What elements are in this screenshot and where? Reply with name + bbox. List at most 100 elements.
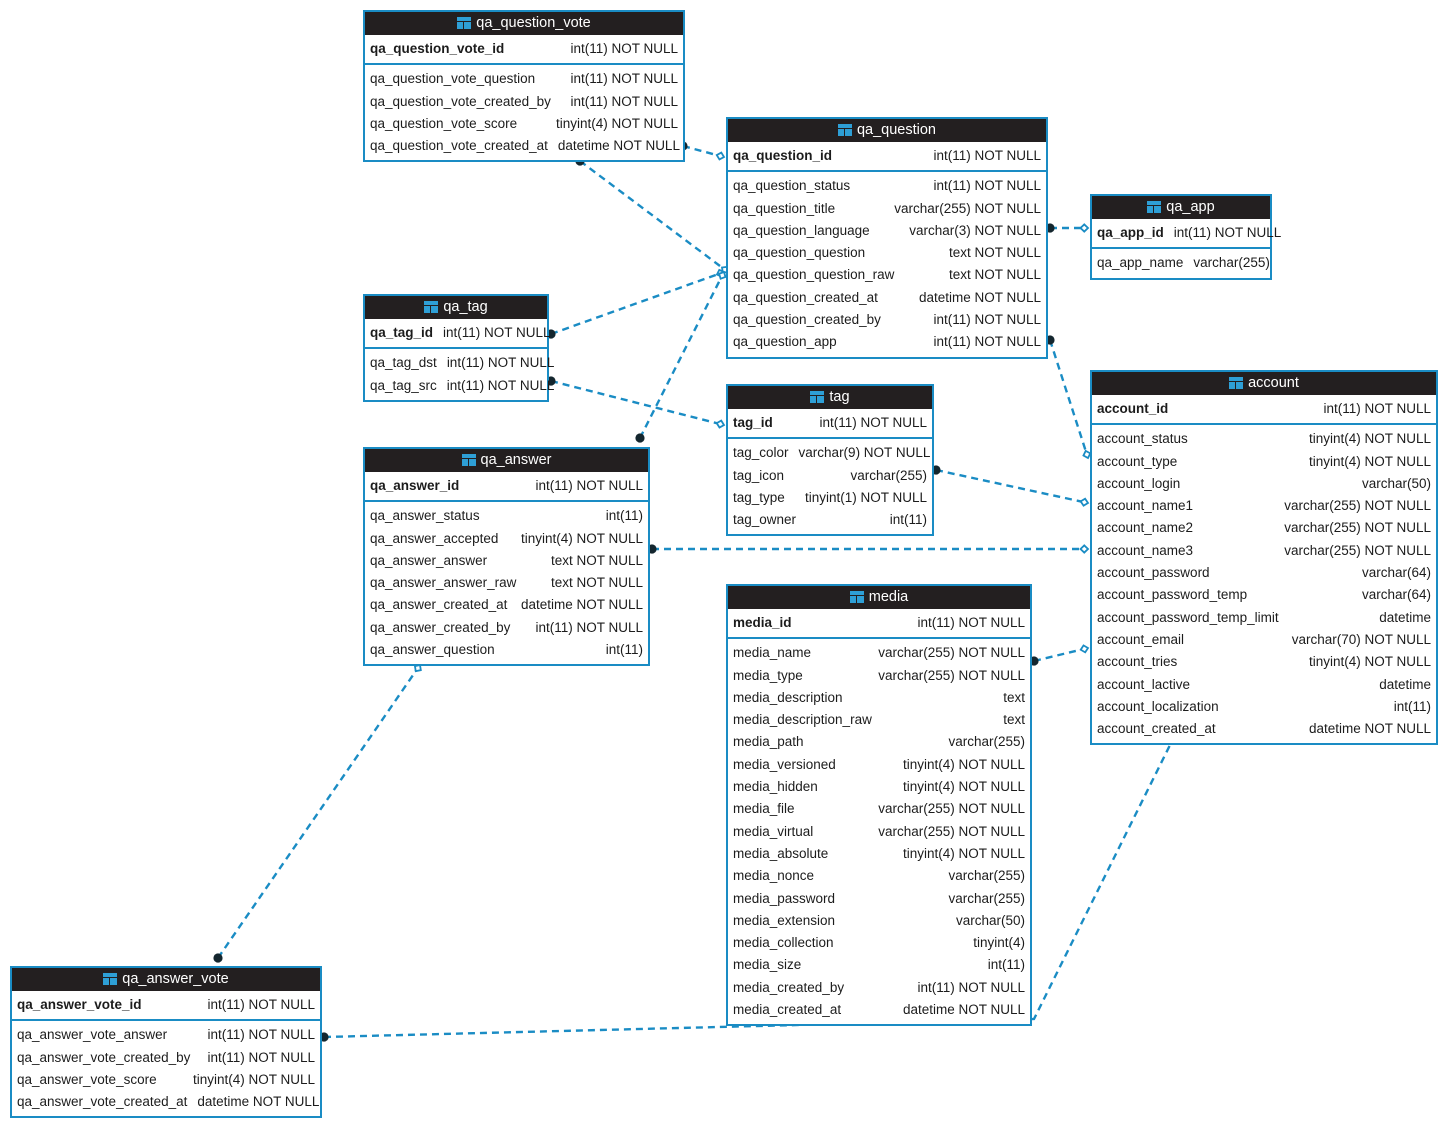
column-type: int(11) NOT NULL xyxy=(917,979,1025,995)
column-type: int(11) NOT NULL xyxy=(570,41,678,56)
column-type: varchar(64) xyxy=(1361,565,1431,581)
column-type: datetime NOT NULL xyxy=(557,138,680,154)
column-type: datetime NOT NULL xyxy=(520,597,643,613)
entity-title: media xyxy=(868,589,909,605)
entity-header[interactable]: tag xyxy=(728,386,932,409)
column-name: media_file xyxy=(733,801,795,817)
entity-title: account xyxy=(1248,375,1299,391)
entity-header[interactable]: account xyxy=(1092,372,1436,395)
column-name: tag_id xyxy=(733,415,773,430)
relationship-qa_question_vote-to-account xyxy=(575,156,730,274)
column-type: tinyint(4) NOT NULL xyxy=(902,779,1025,795)
column-name: qa_answer_vote_created_at xyxy=(17,1094,188,1110)
column-type: varchar(50) xyxy=(1361,475,1431,491)
entity-header[interactable]: qa_answer xyxy=(365,449,648,472)
column-name: media_nonce xyxy=(733,868,815,884)
column-type: int(11) NOT NULL xyxy=(443,325,551,340)
column-type: int(11) NOT NULL xyxy=(917,615,1025,630)
primary-key-row: tag_id int(11) NOT NULL xyxy=(728,412,932,434)
column-type: int(11) NOT NULL xyxy=(933,334,1041,350)
column-type: varchar(9) NOT NULL xyxy=(798,445,931,461)
column-type: int(11) NOT NULL xyxy=(933,312,1041,328)
column-type: tinyint(1) NOT NULL xyxy=(804,489,927,505)
entity-header[interactable]: qa_question xyxy=(728,119,1046,142)
column-name: qa_answer_vote_id xyxy=(17,997,142,1012)
relation-target-diamond xyxy=(1079,497,1090,507)
entity-header[interactable]: qa_app xyxy=(1092,196,1270,219)
column-name: qa_app_name xyxy=(1097,255,1184,271)
column-type: int(11) NOT NULL xyxy=(1323,401,1431,416)
entity-header[interactable]: media xyxy=(728,586,1030,609)
entity-qa_answer_vote[interactable]: qa_answer_vote qa_answer_vote_id int(11) N… xyxy=(10,966,322,1119)
entity-qa_question_vote[interactable]: qa_question_vote qa_question_vote_id int(1… xyxy=(363,10,685,163)
column-type: int(11) NOT NULL xyxy=(819,415,927,430)
column-name: media_versioned xyxy=(733,756,836,772)
column-list: qa_app_name varchar(255) xyxy=(1092,249,1270,277)
column-type: varchar(255) xyxy=(948,890,1025,906)
column-name: account_login xyxy=(1097,475,1181,491)
column-type: varchar(255) NOT NULL xyxy=(878,645,1025,661)
column-type: varchar(255) NOT NULL xyxy=(1284,520,1431,536)
column-type: datetime NOT NULL xyxy=(918,289,1041,305)
column-name: tag_owner xyxy=(733,512,797,528)
column-row: qa_question_app int(11) NOT NULL xyxy=(728,331,1046,353)
entity-title: tag xyxy=(829,389,850,405)
column-type: varchar(255) NOT NULL xyxy=(1284,542,1431,558)
column-type: tinyint(4) NOT NULL xyxy=(192,1071,315,1087)
column-type: tinyint(4) NOT NULL xyxy=(1308,654,1431,670)
column-type: int(11) NOT NULL xyxy=(446,355,555,371)
column-name: account_tries xyxy=(1097,654,1178,670)
column-type: int(11) xyxy=(987,957,1025,973)
spacer xyxy=(365,60,683,63)
table-icon xyxy=(837,124,852,136)
column-type: int(11) NOT NULL xyxy=(535,619,643,635)
column-type: int(11) NOT NULL xyxy=(207,1049,315,1065)
relationship-qa_answer-to-account xyxy=(647,544,1090,554)
column-name: qa_answer_accepted xyxy=(370,530,499,546)
table-icon xyxy=(1229,377,1244,389)
column-type: tinyint(4) NOT NULL xyxy=(902,845,1025,861)
entity-header[interactable]: qa_tag xyxy=(365,296,547,319)
relationship-tag-to-account xyxy=(931,465,1090,507)
column-type: varchar(255) xyxy=(1193,255,1270,271)
column-name: qa_question_vote_id xyxy=(370,41,505,56)
column-type: text xyxy=(1003,712,1025,728)
column-name: qa_question_vote_created_by xyxy=(370,93,551,109)
relationship-media-to-account xyxy=(1029,644,1090,666)
table-icon xyxy=(424,301,439,313)
column-name: qa_answer_vote_score xyxy=(17,1071,157,1087)
relationship-qa_answer-to-qa_question xyxy=(635,270,727,443)
entity-header[interactable]: qa_question_vote xyxy=(365,12,683,35)
column-name: qa_question_app xyxy=(733,334,837,350)
entity-header[interactable]: qa_answer_vote xyxy=(12,968,320,991)
column-type: datetime NOT NULL xyxy=(1308,721,1431,737)
